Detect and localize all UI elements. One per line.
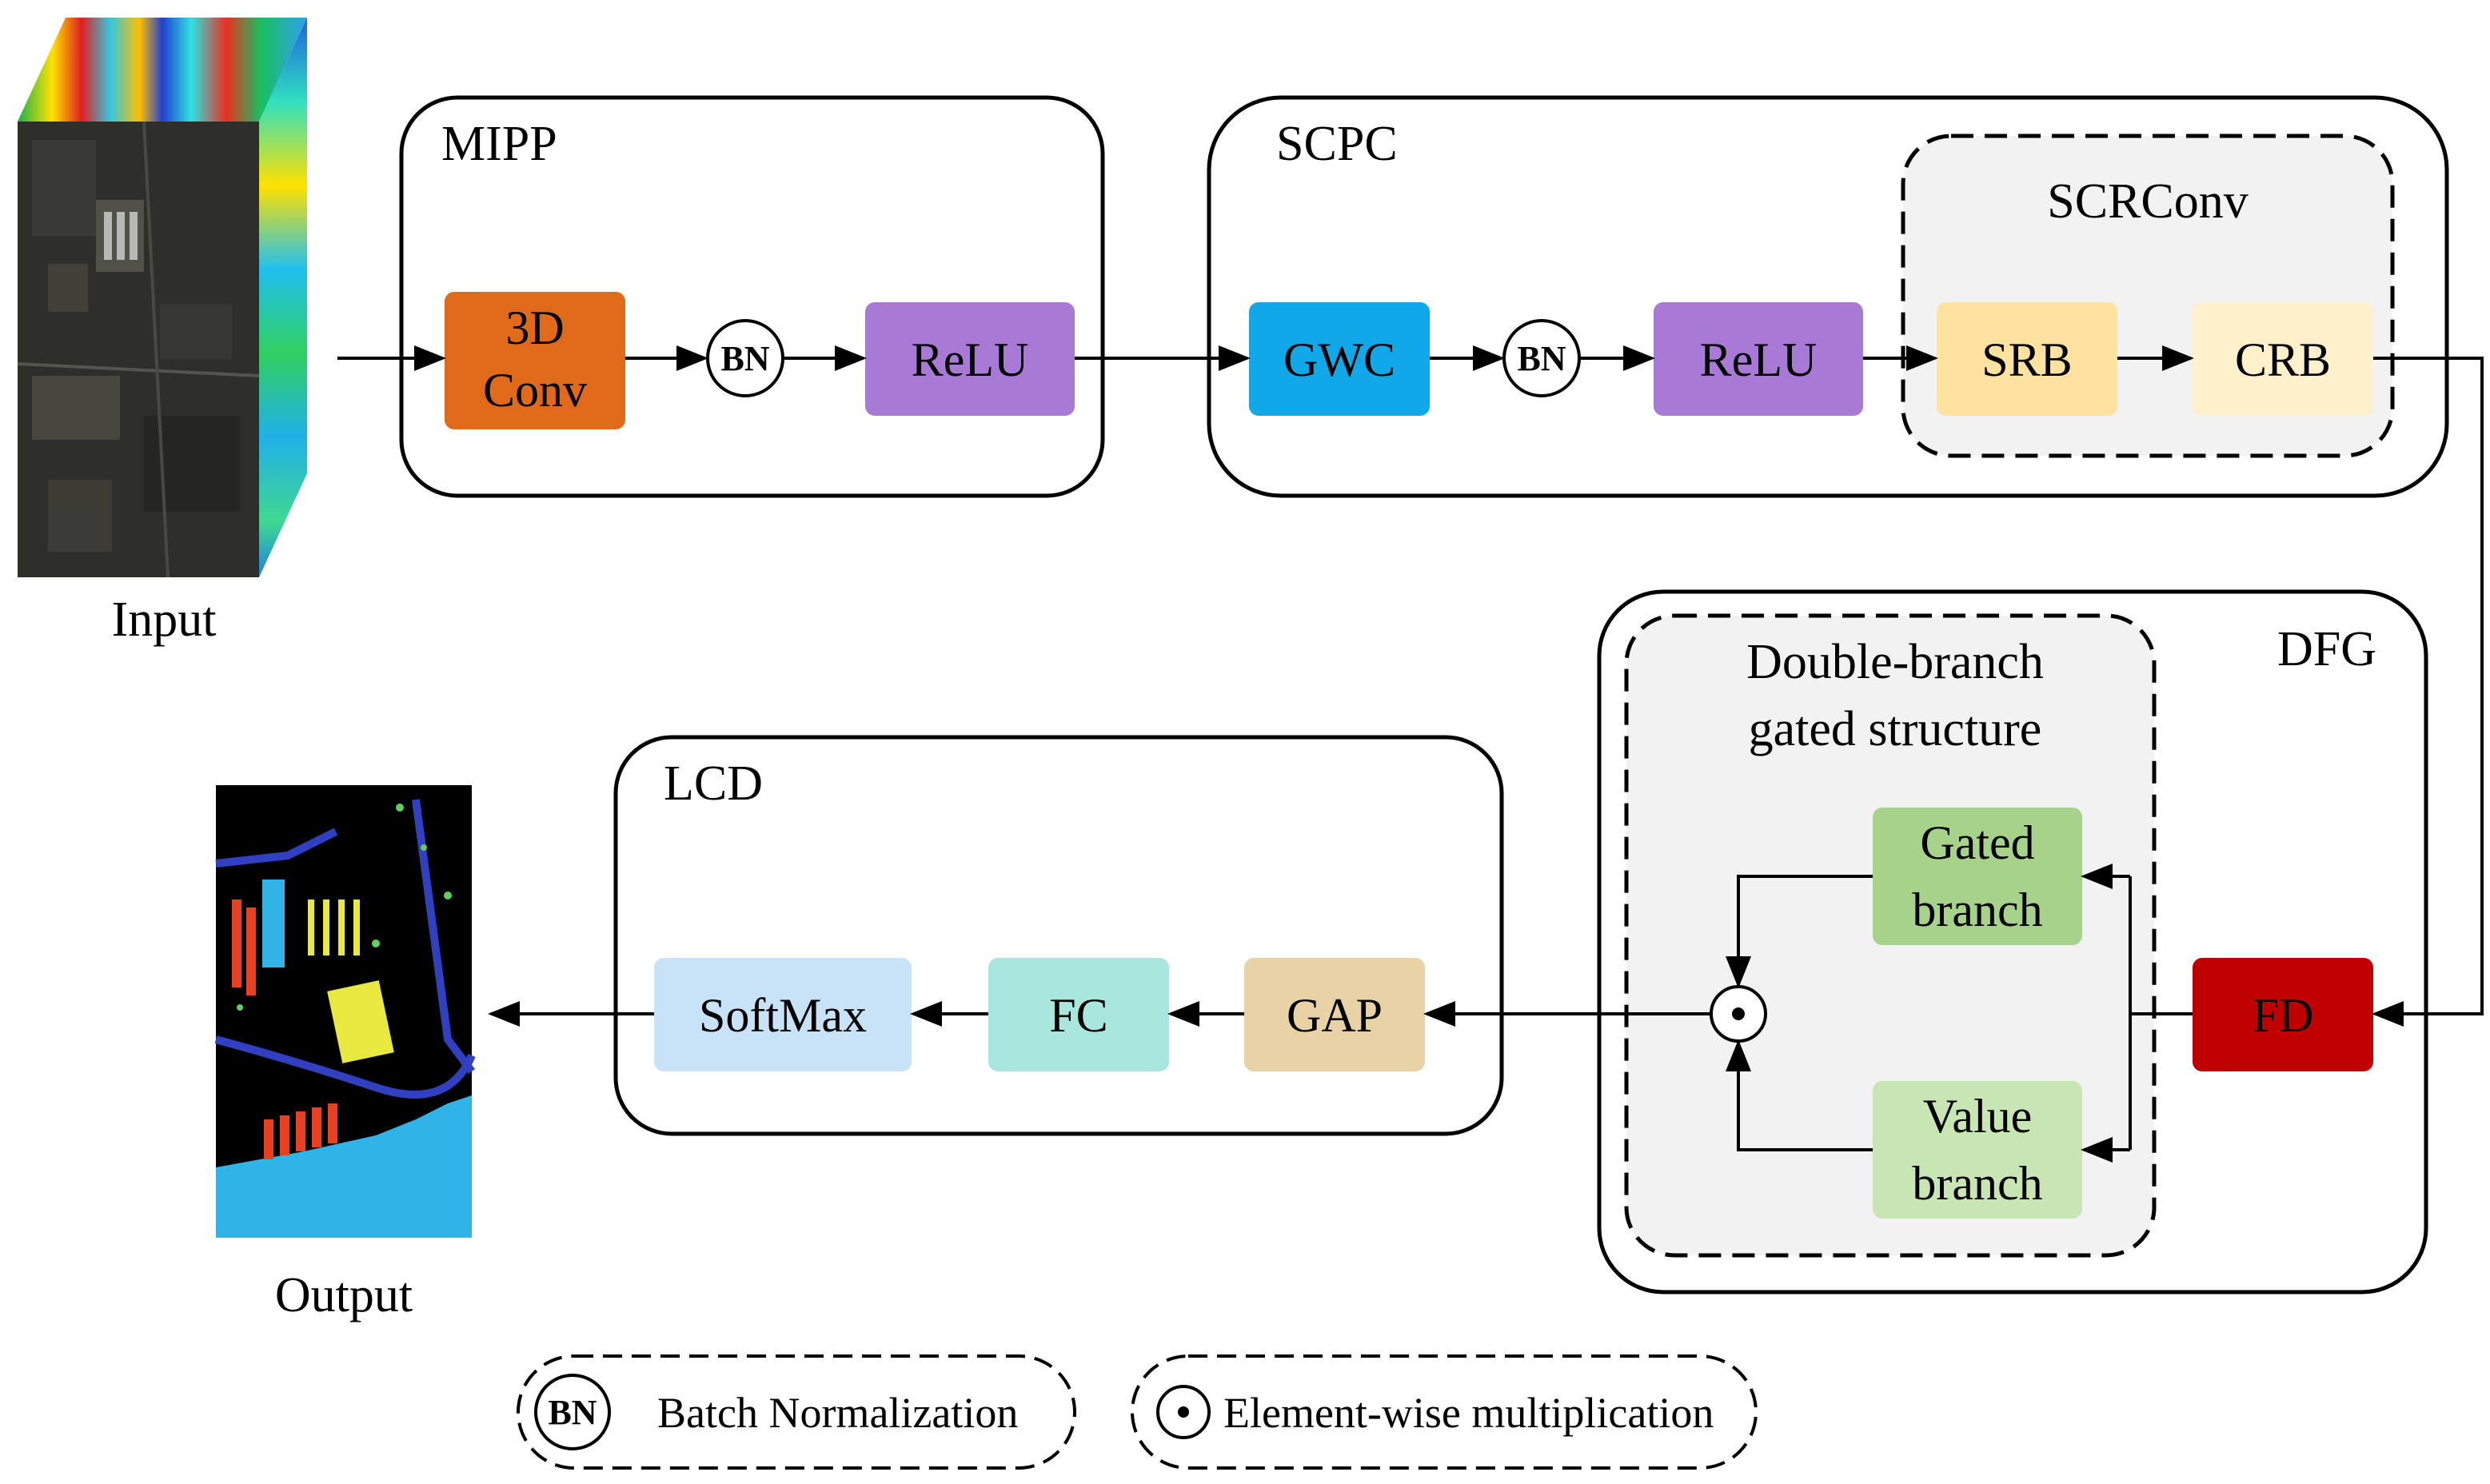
arrow-value-to-mult bbox=[1726, 1039, 1873, 1151]
crb-label: CRB bbox=[2235, 333, 2331, 386]
double-branch-title-line2: gated structure bbox=[1749, 702, 2042, 756]
scpc-relu-block bbox=[1654, 302, 1863, 416]
output-map-roof bbox=[262, 880, 285, 967]
output-classification-map: Output bbox=[214, 785, 476, 1322]
output-label: Output bbox=[275, 1268, 413, 1322]
multiplication-dot bbox=[1732, 1007, 1745, 1020]
value-branch-label-line2: branch bbox=[1912, 1157, 2042, 1210]
gated-branch-label-line2: branch bbox=[1912, 884, 2042, 936]
legend-bn-symbol: BN bbox=[548, 1393, 597, 1432]
fc-block bbox=[988, 958, 1169, 1071]
fd-label: FD bbox=[2253, 989, 2314, 1042]
legend-mult-symbol-dot bbox=[1178, 1406, 1189, 1418]
legend: BN Batch Normalization Element-wise mult… bbox=[517, 1354, 1758, 1470]
scpc-module: SCPC GWC BN ReLU SCRConv SRB CRB bbox=[1207, 95, 2449, 498]
value-branch-block bbox=[1873, 1081, 2082, 1219]
conv3d-label-line1: 3D bbox=[505, 301, 564, 354]
legend-bn-text: Batch Normalization bbox=[657, 1389, 1018, 1437]
fd-block bbox=[2193, 958, 2373, 1071]
arrow-gated-to-mult bbox=[1726, 875, 1873, 988]
mipp-bn-label: BN bbox=[720, 339, 769, 378]
lcd-module: LCD SoftMax FC GAP bbox=[613, 735, 1504, 1136]
cube-top-face bbox=[18, 18, 307, 122]
gated-branch-label-line1: Gated bbox=[1920, 816, 2034, 869]
softmax-block bbox=[654, 958, 912, 1071]
double-branch-submodule: Double-branch gated structure Gated bran… bbox=[1624, 613, 2157, 1258]
gap-label: GAP bbox=[1287, 989, 1383, 1042]
mipp-relu-block bbox=[865, 302, 1075, 416]
gwc-label: GWC bbox=[1283, 333, 1395, 386]
output-map-water bbox=[216, 1095, 472, 1238]
arrow-crb-to-fd bbox=[2372, 357, 2484, 1027]
dfg-module: DFG Double-branch gated structure Gated … bbox=[1597, 589, 2428, 1295]
srb-block bbox=[1937, 302, 2117, 416]
output-map-trees bbox=[308, 900, 360, 955]
legend-bn-frame bbox=[517, 1354, 1076, 1470]
scrconv-submodule: SCRConv SRB CRB bbox=[1901, 134, 2395, 458]
scpc-bn-label: BN bbox=[1517, 339, 1566, 378]
mipp-title: MIPP bbox=[441, 117, 557, 171]
input-label: Input bbox=[112, 592, 217, 647]
softmax-label: SoftMax bbox=[699, 989, 867, 1042]
connectors bbox=[337, 345, 2484, 1163]
output-map-building bbox=[327, 980, 394, 1063]
cube-front-texture bbox=[17, 121, 260, 578]
conv3d-label-line2: Conv bbox=[483, 364, 587, 417]
scrconv-title: SCRConv bbox=[2047, 174, 2249, 229]
cube-side-face bbox=[259, 18, 307, 577]
legend-mult-text: Element-wise multiplication bbox=[1223, 1389, 1714, 1437]
fc-label: FC bbox=[1049, 989, 1107, 1042]
gated-branch-block bbox=[1873, 808, 2082, 945]
srb-label: SRB bbox=[1981, 333, 2072, 386]
legend-mult-frame bbox=[1131, 1354, 1758, 1470]
double-branch-title-line1: Double-branch bbox=[1746, 635, 2044, 689]
output-map-roads bbox=[214, 799, 476, 1099]
conv3d-block bbox=[445, 292, 625, 429]
output-map-asphalt bbox=[232, 900, 337, 1159]
legend-bn-symbol-circle bbox=[534, 1374, 611, 1450]
input-hyperspectral-cube: Input bbox=[17, 18, 307, 647]
lcd-title: LCD bbox=[664, 756, 763, 811]
value-branch-label-line1: Value bbox=[1923, 1090, 2033, 1143]
gap-block bbox=[1244, 958, 1425, 1071]
mipp-module: MIPP 3D Conv BN ReLU bbox=[399, 95, 1105, 498]
dfg-title: DFG bbox=[2277, 622, 2376, 676]
output-map-meadows bbox=[237, 804, 452, 1011]
crb-block bbox=[2193, 302, 2373, 416]
scpc-title: SCPC bbox=[1276, 117, 1398, 171]
scpc-relu-label: ReLU bbox=[1700, 333, 1818, 386]
mipp-relu-label: ReLU bbox=[912, 333, 1029, 386]
gwc-block bbox=[1249, 302, 1430, 416]
